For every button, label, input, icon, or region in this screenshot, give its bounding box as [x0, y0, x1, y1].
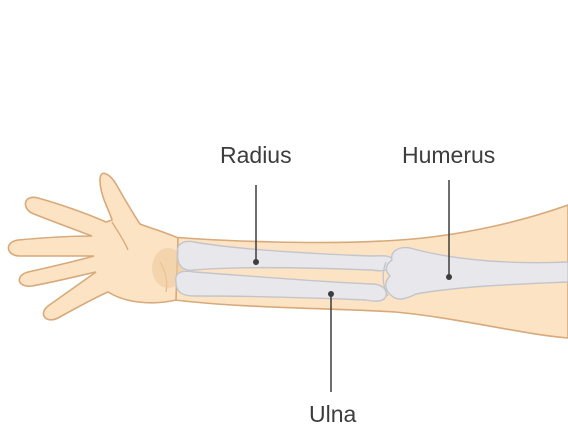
ulna-leader-dot — [328, 291, 334, 297]
radius-label: Radius — [220, 142, 292, 169]
humerus-leader-dot — [446, 274, 452, 280]
humerus-label: Humerus — [402, 142, 495, 169]
ulna-label: Ulna — [309, 401, 356, 428]
hand-skin — [8, 173, 178, 319]
radius-leader-dot — [253, 259, 259, 265]
